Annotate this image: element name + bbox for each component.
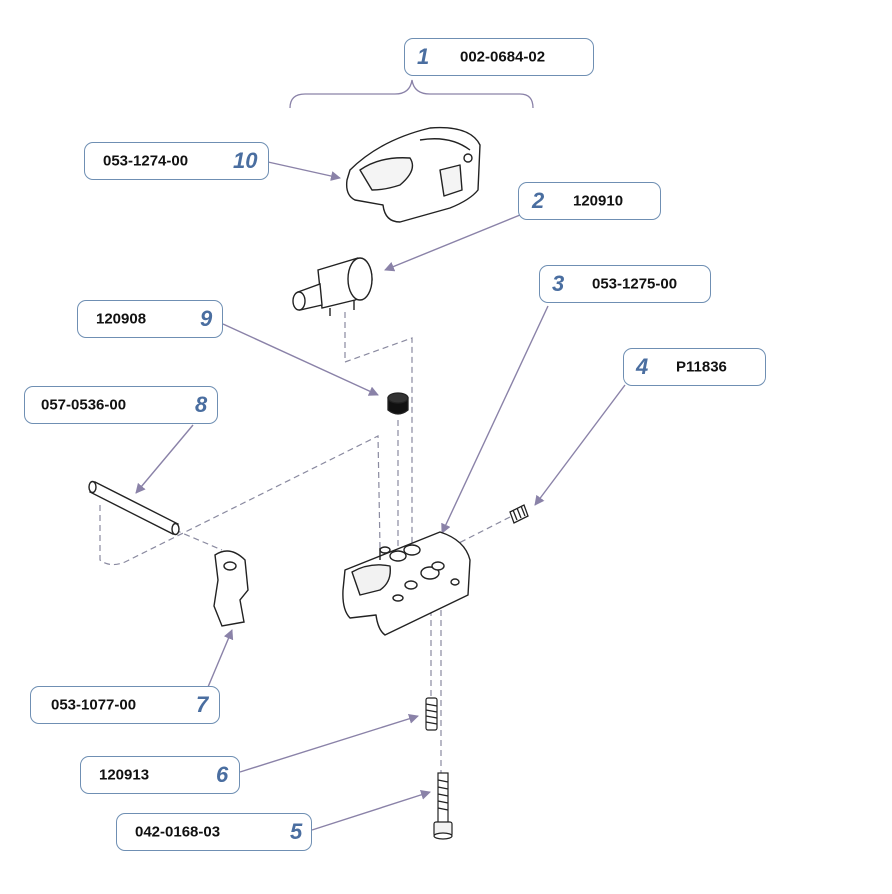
- callout-item-4: 4 P11836: [623, 348, 766, 386]
- part-number: 053-1077-00: [51, 696, 137, 714]
- part-10-cover: [345, 126, 481, 223]
- part-number: 053-1274-00: [103, 152, 189, 170]
- part-number: 120913: [99, 766, 150, 784]
- item-number: 9: [200, 306, 213, 331]
- part-2-cylinder: [292, 257, 373, 316]
- item-number: 7: [196, 692, 209, 717]
- item-number: 6: [216, 762, 229, 787]
- part-number: 057-0536-00: [41, 396, 127, 414]
- part-4-set-screw: [509, 504, 529, 524]
- leader-arrows: [135, 161, 626, 831]
- part-5-bolt: [433, 772, 453, 840]
- callout-item-6: 120913 6: [80, 756, 240, 794]
- callout-item-10: 053-1274-00 10: [84, 142, 269, 180]
- part-number: 042-0168-03: [135, 823, 221, 841]
- callout-item-3: 3 053-1275-00: [539, 265, 711, 303]
- part-8-rod: [88, 480, 180, 536]
- part-number: 120908: [96, 310, 147, 328]
- part-6-stud: [425, 697, 438, 731]
- item-number: 2: [532, 188, 545, 213]
- item-number: 5: [290, 819, 303, 844]
- item-number: 10: [233, 148, 258, 173]
- callout-item-2: 2 120910: [518, 182, 661, 220]
- item-number: 1: [417, 44, 430, 69]
- callout-item-5: 042-0168-03 5: [116, 813, 312, 851]
- item-number: 4: [636, 354, 649, 379]
- part-3-base: [342, 531, 471, 636]
- callout-item-8: 057-0536-00 8: [24, 386, 218, 424]
- item-number: 8: [195, 392, 208, 417]
- callout-item-7: 053-1077-00 7: [30, 686, 220, 724]
- assembly-guide-lines: [99, 312, 511, 775]
- part-number: P11836: [676, 358, 727, 376]
- callout-item-1: 1 002-0684-02: [404, 38, 594, 76]
- part-number: 002-0684-02: [460, 48, 546, 66]
- assembly-bracket: [289, 79, 534, 109]
- part-7-latch: [213, 550, 249, 627]
- part-9-plug: [387, 392, 409, 415]
- part-number: 120910: [573, 192, 624, 210]
- item-number: 3: [552, 271, 565, 296]
- part-number: 053-1275-00: [592, 275, 678, 293]
- callout-item-9: 120908 9: [77, 300, 223, 338]
